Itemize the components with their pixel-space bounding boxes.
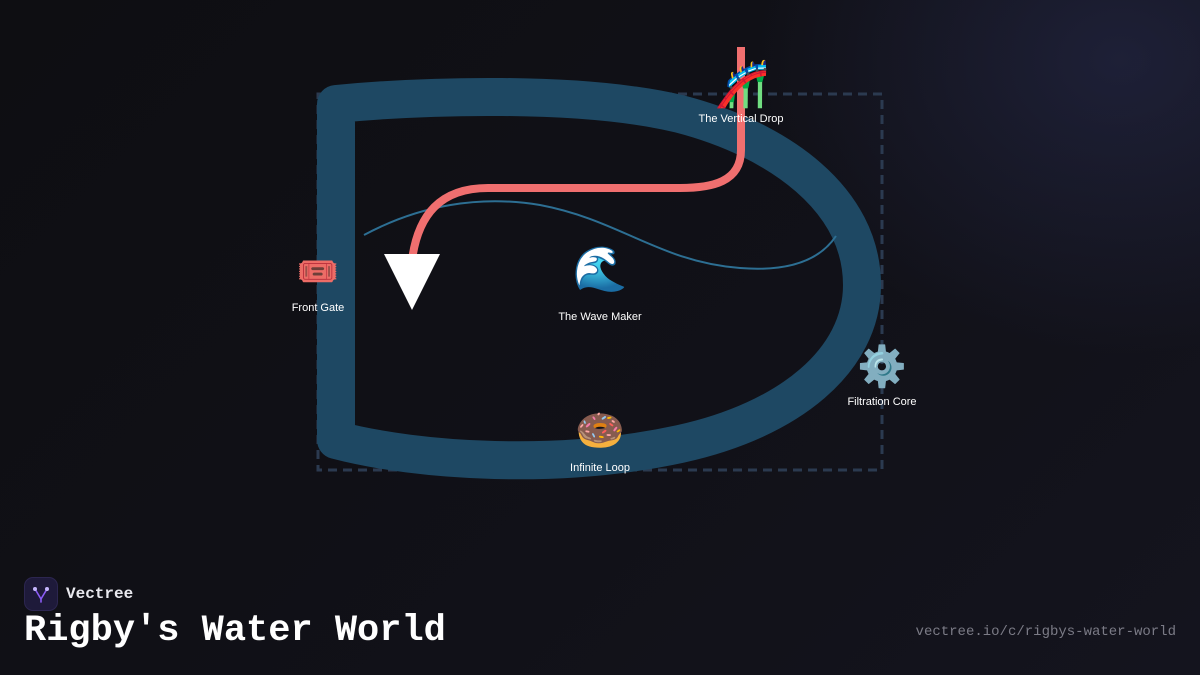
station-wave-maker[interactable]: 🌊 The Wave Maker bbox=[558, 244, 642, 323]
station-label: The Wave Maker bbox=[558, 311, 642, 323]
station-label: Infinite Loop bbox=[570, 462, 630, 474]
station-label: The Vertical Drop bbox=[699, 113, 784, 125]
page-title: Rigby's Water World bbox=[24, 610, 446, 652]
brand[interactable]: Vectree bbox=[24, 577, 133, 611]
drop-route bbox=[408, 47, 745, 261]
wave-icon: 🌊 bbox=[573, 244, 628, 295]
direction-arrow bbox=[384, 254, 440, 310]
roller-coaster-icon: 🎢 bbox=[715, 59, 770, 110]
station-front-gate[interactable]: 🎟️ Front Gate bbox=[292, 252, 345, 314]
brand-name: Vectree bbox=[66, 585, 134, 603]
main-track bbox=[317, 77, 881, 480]
gear-icon: ⚙️ bbox=[857, 343, 907, 390]
station-vertical-drop[interactable]: 🎢 The Vertical Drop bbox=[699, 59, 784, 125]
station-label: Filtration Core bbox=[847, 396, 916, 408]
page-url[interactable]: vectree.io/c/rigbys-water-world bbox=[915, 624, 1176, 640]
donut-icon: 🍩 bbox=[575, 408, 625, 454]
ticket-icon: 🎟️ bbox=[297, 252, 339, 292]
wave-line bbox=[363, 200, 837, 270]
station-infinite-loop[interactable]: 🍩 Infinite Loop bbox=[570, 408, 630, 474]
station-filtration-core[interactable]: ⚙️ Filtration Core bbox=[847, 343, 916, 408]
vectree-fork-icon bbox=[24, 577, 58, 611]
station-label: Front Gate bbox=[292, 302, 345, 314]
